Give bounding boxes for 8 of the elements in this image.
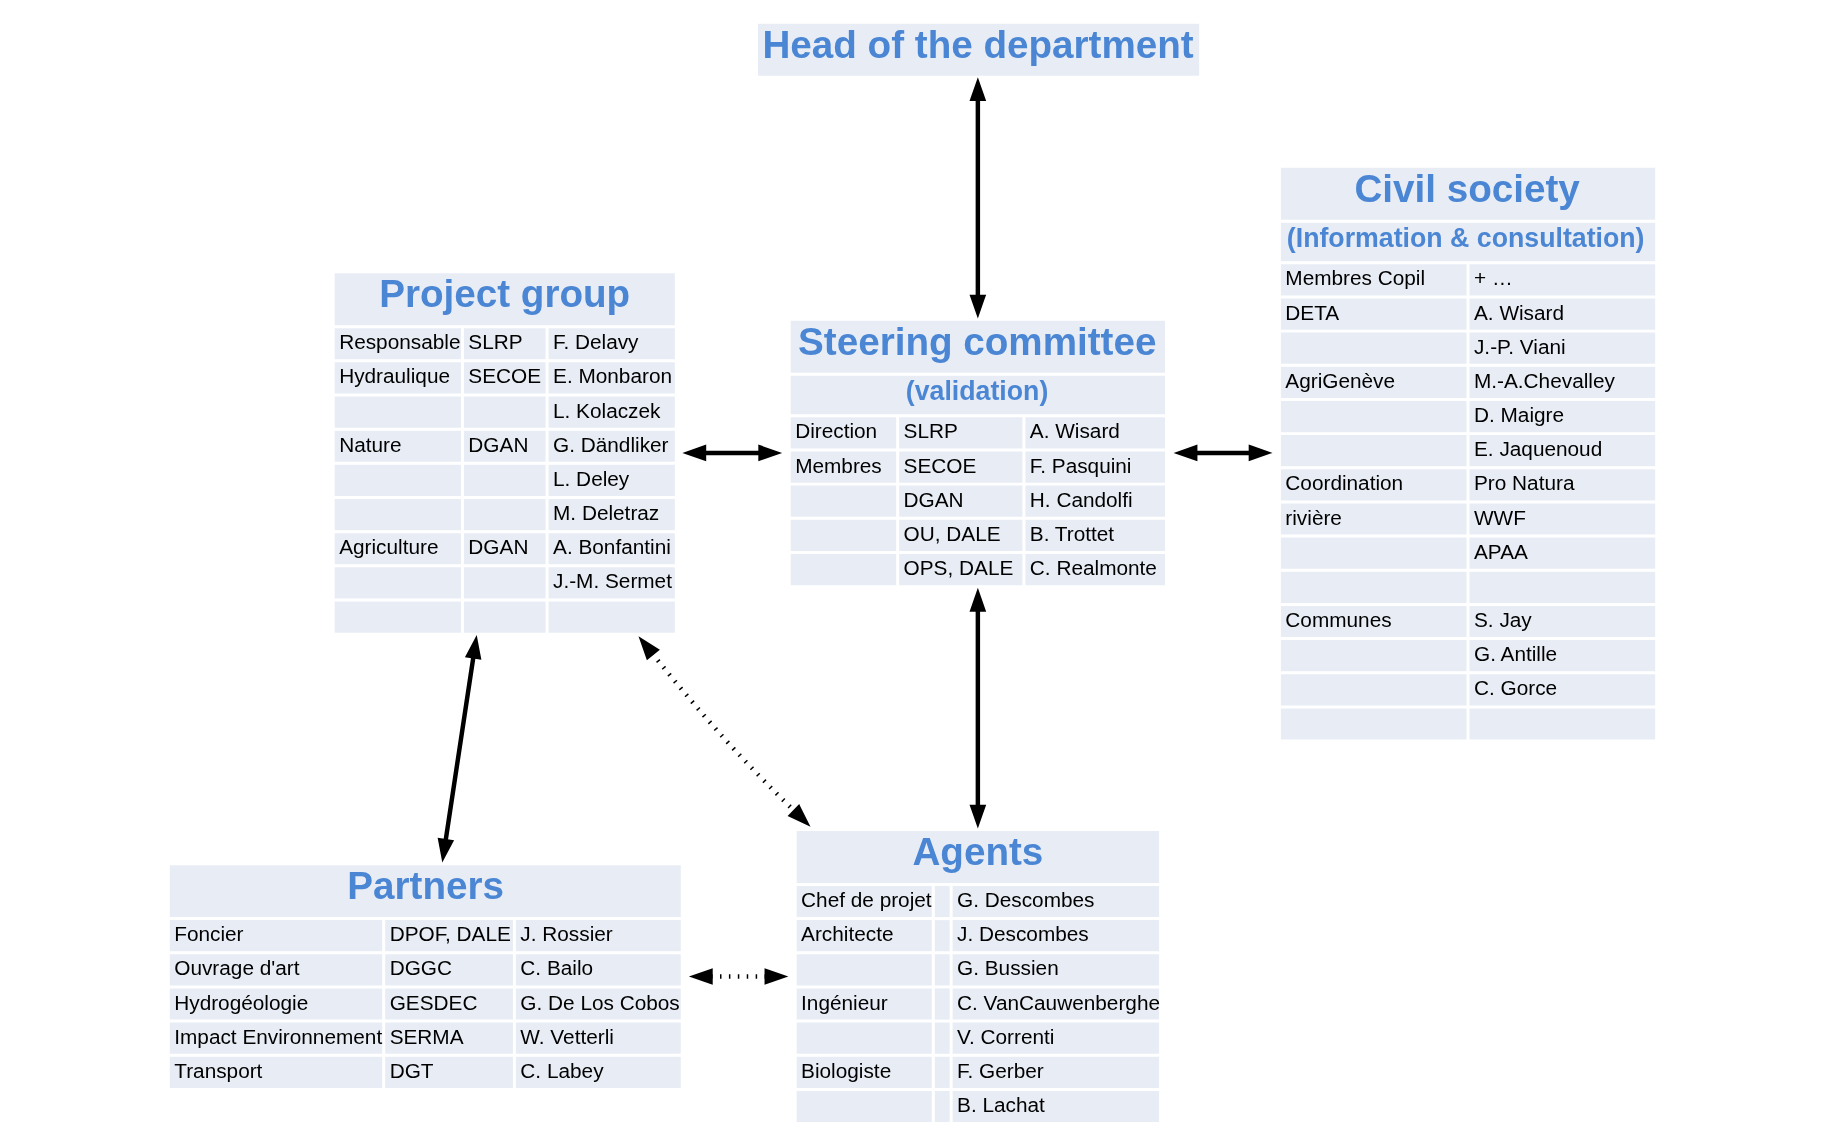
arrow: [688, 968, 789, 985]
arrow: [437, 634, 482, 863]
arrow: [1173, 444, 1273, 462]
node-box: Head of the department: [758, 23, 1200, 76]
arrow: [682, 444, 783, 462]
arrow: [969, 587, 987, 829]
arrow: [638, 636, 811, 827]
arrow: [969, 77, 987, 319]
